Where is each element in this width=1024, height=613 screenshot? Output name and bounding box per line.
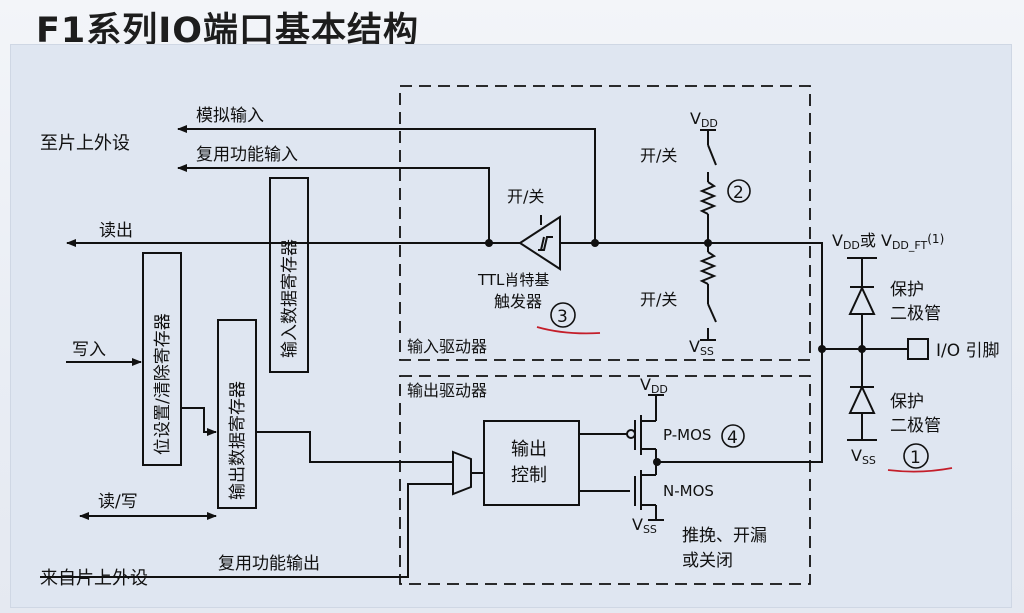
marker-4-number: 4 <box>727 428 738 448</box>
marker-1-number: 1 <box>910 448 921 468</box>
svg-text:VDD: VDD <box>640 375 668 396</box>
input-driver-label: 输入驱动器 <box>407 337 487 356</box>
pull-up-network <box>699 129 717 243</box>
odr-to-mux-line <box>256 431 452 463</box>
output-to-pin-line <box>657 349 823 463</box>
analog-input-line <box>177 125 596 243</box>
protect-diode-bottom-line2: 二极管 <box>890 416 941 436</box>
svg-text:VSS: VSS <box>632 515 657 536</box>
ttl-label-line2: 触发器 <box>494 292 542 311</box>
marker-4-circle <box>721 424 745 448</box>
n-mos-transistor <box>634 470 664 521</box>
output-control-line2: 控制 <box>511 465 547 486</box>
bsrr-label: 位设置/清除寄存器 <box>153 313 173 455</box>
svg-text:VDD或 VDD_FT(1): VDD或 VDD_FT(1) <box>832 231 944 252</box>
write-in-label: 写入 <box>72 340 106 360</box>
vdd-top-sub: DD <box>701 117 718 130</box>
marker-1-underline <box>887 467 953 473</box>
analog-input-label: 模拟输入 <box>196 106 264 126</box>
vss-output-sub: SS <box>643 523 657 536</box>
io-pin-label: I/O 引脚 <box>936 341 1000 361</box>
svg-text:VDD: VDD <box>690 109 718 130</box>
vdd-or-vddft-label: V <box>832 231 843 250</box>
odr-register <box>217 319 257 509</box>
svg-text:VSS: VSS <box>689 337 714 358</box>
ttl-label-line1: TTL肖特基 <box>477 271 549 289</box>
mode-label-line1: 推挽、开漏 <box>682 526 767 546</box>
marker-3-underline <box>536 326 601 335</box>
bsrr-to-odr-line <box>181 407 217 436</box>
output-driver-label: 输出驱动器 <box>407 381 487 400</box>
input-driver-region <box>399 85 811 361</box>
marker-1-circle <box>903 443 929 469</box>
schmitt-trigger <box>518 215 562 271</box>
output-mux <box>452 450 472 496</box>
vss-output-label: V <box>632 515 643 534</box>
to-peripheral-label: 至片上外设 <box>40 133 130 154</box>
mode-label-line2: 或关闭 <box>682 551 733 571</box>
af-output-line <box>40 483 452 578</box>
io-pin-square <box>907 338 929 360</box>
read-write-label: 读/写 <box>98 492 138 512</box>
marker-3-number: 3 <box>557 307 568 327</box>
pull-down-network <box>699 243 717 341</box>
marker-2-circle <box>727 179 751 203</box>
marker-2-number: 2 <box>733 183 744 203</box>
marker-3-circle <box>550 302 576 328</box>
idr-register <box>269 177 309 373</box>
protect-diode-top-line1: 保护 <box>890 280 924 300</box>
p-mos-transistor <box>626 394 664 475</box>
read-out-label: 读出 <box>99 221 133 241</box>
from-peripheral-label: 来自片上外设 <box>40 568 148 589</box>
vdd-top-label: V <box>690 109 701 128</box>
pin-line <box>562 242 823 349</box>
vss-pin-label: V <box>851 446 862 465</box>
pmos-label: P-MOS <box>663 426 711 444</box>
odr-label: 输出数据寄存器 <box>228 381 248 500</box>
trigger-switch-label: 开/关 <box>507 187 544 206</box>
vss-input-sub: SS <box>700 345 714 358</box>
bsrr-register <box>142 252 182 466</box>
vss-pin-sub: SS <box>862 454 876 467</box>
protect-diode-top-line2: 二极管 <box>890 304 941 324</box>
af-input-line <box>177 164 490 243</box>
protect-diode-bottom-line1: 保护 <box>890 392 924 412</box>
idr-label: 输入数据寄存器 <box>280 239 300 358</box>
pull-down-switch-label: 开/关 <box>640 290 677 309</box>
output-control-box <box>483 420 580 506</box>
output-driver-region <box>399 375 811 585</box>
nmos-label: N-MOS <box>663 482 714 500</box>
pull-up-switch-label: 开/关 <box>640 146 677 165</box>
vdd-output-label: V <box>640 375 651 394</box>
svg-text:VSS: VSS <box>851 446 876 467</box>
af-output-label: 复用功能输出 <box>218 554 320 574</box>
protection-diodes <box>822 257 908 441</box>
output-control-line1: 输出 <box>511 439 547 460</box>
vdd-output-sub: DD <box>651 383 668 396</box>
af-input-label: 复用功能输入 <box>196 145 298 165</box>
vss-input-label: V <box>689 337 700 356</box>
